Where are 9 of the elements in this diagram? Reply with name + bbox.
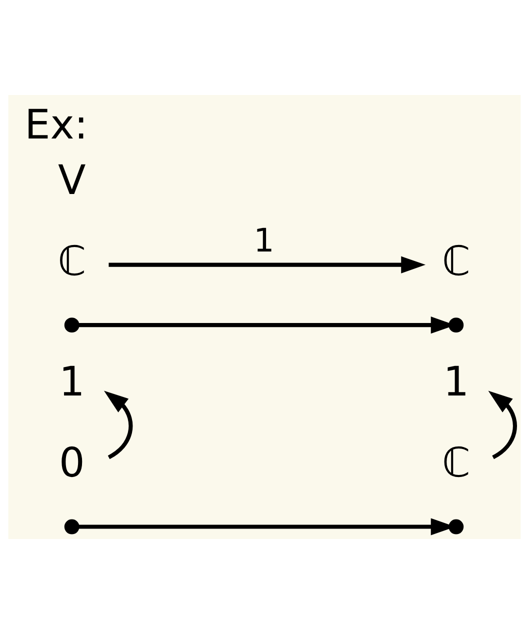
edge-label: 1	[254, 222, 274, 260]
node-text: ℂ	[58, 236, 86, 285]
node-text: ℂ	[442, 438, 470, 487]
label: V	[58, 156, 86, 204]
node-text: 1	[58, 357, 85, 406]
node-text: 0	[58, 438, 85, 487]
diagram-title: Ex:	[24, 100, 88, 148]
node-text: 1	[443, 357, 470, 406]
node-text: ℂ	[442, 236, 470, 285]
